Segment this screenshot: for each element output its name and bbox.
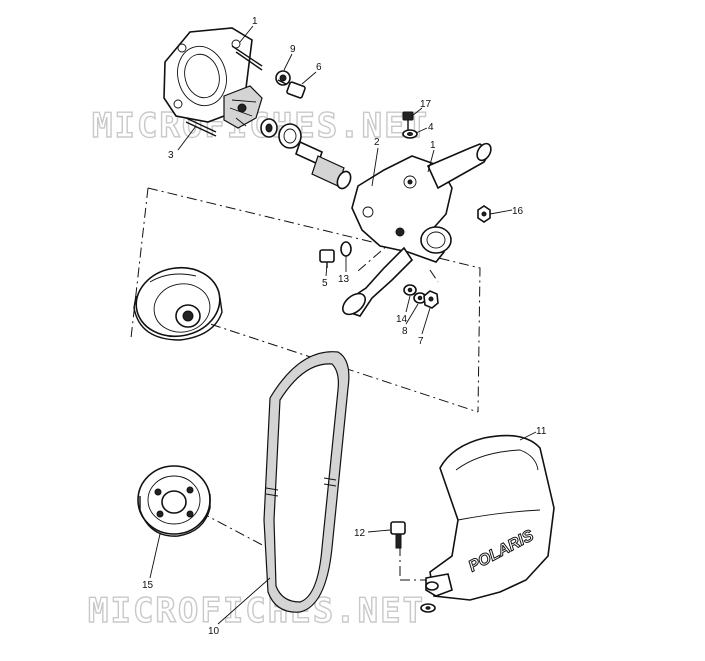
callout-17: 17: [420, 99, 432, 110]
seal-ring-small: [260, 118, 278, 138]
drive-belt: [263, 351, 350, 613]
seal-ring-large: [278, 123, 302, 149]
nut-16: [477, 205, 491, 223]
callout-8: 8: [402, 326, 408, 337]
bolt-6: [277, 79, 306, 99]
washer-14: [403, 284, 417, 296]
callout-1-body: 1: [430, 140, 436, 151]
pump-body: [341, 142, 492, 317]
bolt-17: [402, 111, 414, 130]
callout-10: 10: [208, 626, 220, 637]
callout-16: 16: [512, 206, 524, 217]
callout-12: 12: [354, 528, 366, 539]
nut-7: [423, 290, 439, 309]
callout-6: 6: [316, 62, 322, 73]
washer-cover: [420, 603, 436, 613]
callouts: 1 9 6 3 17 4 2 1 16 5 13 14 8 7 11 12 15…: [142, 16, 547, 637]
bolt-12: [390, 521, 406, 549]
stud: [185, 117, 217, 137]
washer-13: [340, 241, 352, 257]
leader-lines: [149, 25, 537, 625]
watermark-bottom: MICROFICHES.NET: [88, 591, 425, 631]
lock-washer-8: [413, 292, 427, 304]
callout-5: 5: [322, 278, 328, 289]
callout-11: 11: [536, 426, 547, 437]
pump-shaft: [295, 140, 352, 190]
callout-15: 15: [142, 580, 154, 591]
callout-9: 9: [290, 44, 296, 55]
callout-7: 7: [418, 336, 424, 347]
callout-14: 14: [396, 314, 408, 325]
watermark-top: MICROFICHES.NET: [92, 106, 429, 146]
callout-4: 4: [428, 122, 434, 133]
callout-2: 2: [374, 137, 380, 148]
bleed-screw-5: [319, 249, 335, 268]
callout-13: 13: [338, 274, 350, 285]
callout-1-housing: 1: [252, 16, 258, 27]
driven-pulley-lower: [137, 465, 211, 537]
washer-4: [402, 129, 418, 139]
drive-pulley-upper: [133, 266, 223, 341]
callout-3: 3: [168, 150, 174, 161]
belt-guard-cover: POLARIS: [425, 434, 555, 601]
impeller: [223, 85, 263, 129]
